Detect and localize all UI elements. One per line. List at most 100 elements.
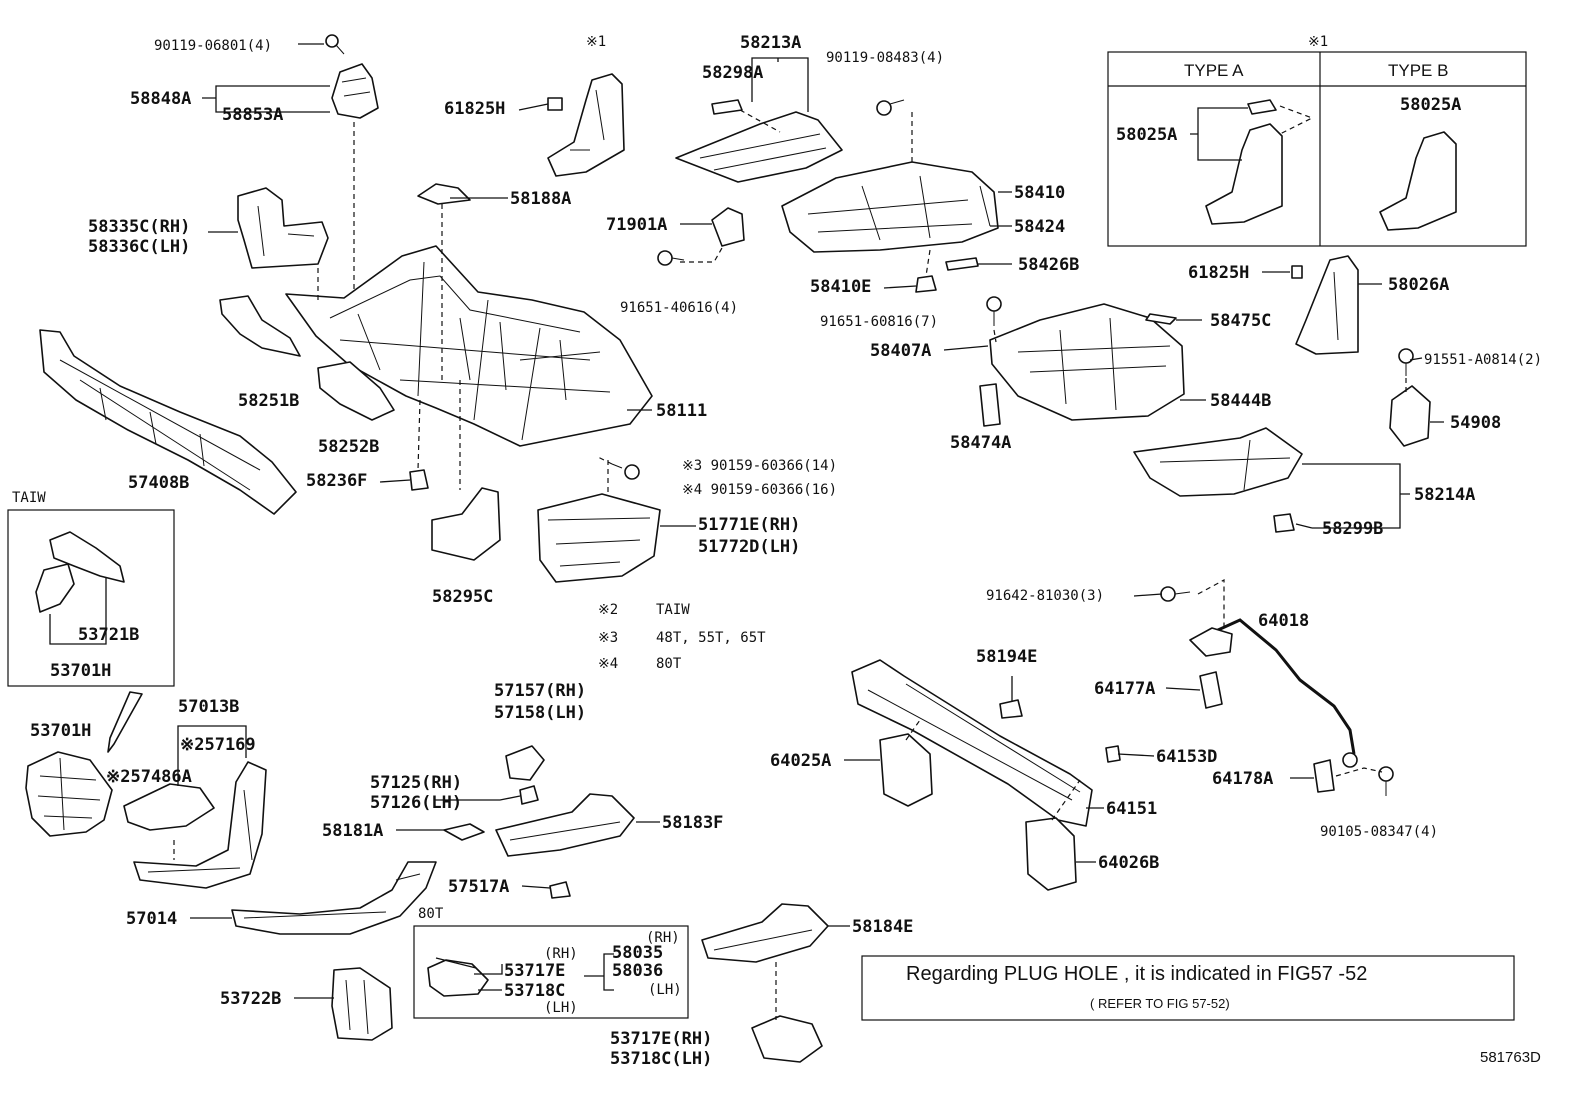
part-label: 58183F [662, 813, 723, 833]
legend: ※2 TAIW ※3 48T, 55T, 65T ※4 80T [598, 602, 766, 672]
rear-floor-pan-58407A-shape [989, 303, 1185, 421]
cable-64018-shape [1195, 618, 1356, 755]
box-80t-inset [413, 925, 689, 1019]
member-58183F-shape [495, 793, 635, 857]
part-label: 58444B [1210, 391, 1271, 411]
part-label: 91642-81030(3) [986, 588, 1104, 604]
member-57013B-shape [133, 761, 267, 889]
part-label: 58025A [1116, 125, 1177, 145]
part-label: 58035 [612, 943, 663, 963]
note-line2: ( REFER TO FIG 57-52) [1090, 996, 1230, 1011]
part-label: 58214A [1414, 485, 1475, 505]
part-label: 58298A [702, 63, 763, 83]
inner-panel-53701H-shape [25, 751, 113, 837]
part-label: 58335C(RH) [88, 217, 190, 237]
part-label: 57157(RH) [494, 681, 586, 701]
pillar-58026A-shape [1295, 255, 1359, 355]
part-label: 58407A [870, 341, 931, 361]
part-label: 58410E [810, 277, 871, 297]
bracket-71901A-shape [711, 207, 745, 247]
panel-58214A-shape [1133, 427, 1303, 497]
member-57014-shape [231, 861, 437, 935]
part-label: 57126(LH) [370, 793, 462, 813]
part-label: 53718C [504, 981, 565, 1001]
part-label: 53721B [78, 625, 139, 645]
legend-key: ※4 [598, 656, 618, 672]
figure-id: 581763D [1480, 1049, 1541, 1066]
type-a-header: TYPE A [1184, 61, 1244, 80]
legend-value: TAIW [656, 602, 690, 618]
box-80t-rh: (RH) [544, 946, 578, 962]
leader-lines [49, 43, 1444, 1020]
legend-value: 48T, 55T, 65T [656, 630, 766, 646]
part-label: 61825H [444, 99, 505, 119]
part-label: 71901A [606, 215, 667, 235]
panel-57486A-shape [123, 783, 215, 831]
part-labels: 90119-06801(4) 58848A 58853A ※1 61825H 5… [12, 33, 1542, 1069]
part-label: 64153D [1156, 747, 1217, 767]
part-label: 58426B [1018, 255, 1079, 275]
type-table-note: ※1 [1308, 34, 1328, 50]
bolt-icon [1398, 348, 1414, 376]
part-label: 51772D(LH) [698, 537, 800, 557]
part-label: 58251B [238, 391, 299, 411]
bracket-58251B-shape [219, 295, 301, 357]
part-label: ※3 90159-60366(14) [682, 458, 837, 474]
part-label: 54908 [1450, 413, 1501, 433]
part-label: 64177A [1094, 679, 1155, 699]
pillar-bracket-shape [547, 73, 625, 177]
part-label: 58252B [318, 437, 379, 457]
part-label: 58474A [950, 433, 1011, 453]
part-label: ※257169 [180, 735, 256, 755]
type-b-header: TYPE B [1388, 61, 1448, 80]
plate-58188A-shape [417, 183, 471, 205]
bracket-53721B-shape [49, 531, 125, 583]
floor-crossmember-58213A-shape [675, 111, 843, 183]
bolt-icon [1160, 586, 1191, 602]
part-label: 58424 [1014, 217, 1065, 237]
part-label: 58184E [852, 917, 913, 937]
box-80t-title: 80T [418, 906, 444, 922]
part-label: 53717E [504, 961, 565, 981]
box-80t-lh: (LH) [544, 1000, 578, 1016]
part-label: 58336C(LH) [88, 237, 190, 257]
part-label: 91551-A0814(2) [1424, 352, 1542, 368]
part-label: 64018 [1258, 611, 1309, 631]
part-label: 90119-06801(4) [154, 38, 272, 54]
part-label: 58853A [222, 105, 283, 125]
bolt-icon [1378, 766, 1394, 796]
part-label: 53701H [30, 721, 91, 741]
bracket-54908-shape [1389, 385, 1431, 447]
part-label: ※257486A [106, 767, 192, 787]
part-label: 58299B [1322, 519, 1383, 539]
legend-key: ※2 [598, 602, 618, 618]
part-label: 64178A [1212, 769, 1273, 789]
bracket-64025A-shape [879, 733, 933, 807]
part-label: 57158(LH) [494, 703, 586, 723]
part-label: ※4 90159-60366(16) [682, 482, 837, 498]
member-58184E-shape [701, 903, 829, 963]
bracket-58335C-shape [237, 187, 329, 269]
part-label: 61825H [1188, 263, 1249, 283]
type-table-box [1107, 51, 1527, 247]
taiw-inset-box [7, 509, 175, 687]
part-label: 90119-08483(4) [826, 50, 944, 66]
part-label: 57013B [178, 697, 239, 717]
part-label: 58111 [656, 401, 707, 421]
part-label: 58036 [612, 961, 663, 981]
note-line1: Regarding PLUG HOLE , it is indicated in… [906, 963, 1367, 985]
box-80t-lh: (LH) [648, 982, 682, 998]
part-label: 53722B [220, 989, 281, 1009]
part-label: 53701H [50, 661, 111, 681]
pillar-type-b-shape [1379, 131, 1457, 231]
bolt-icon [611, 463, 640, 480]
part-label: 58181A [322, 821, 383, 841]
part-label: 58848A [130, 89, 191, 109]
part-label: 58194E [976, 647, 1037, 667]
legend-value: 80T [656, 656, 682, 672]
box-80t-rh: (RH) [646, 930, 680, 946]
part-label: 53718C(LH) [610, 1049, 712, 1069]
part-label: 53717E(RH) [610, 1029, 712, 1049]
